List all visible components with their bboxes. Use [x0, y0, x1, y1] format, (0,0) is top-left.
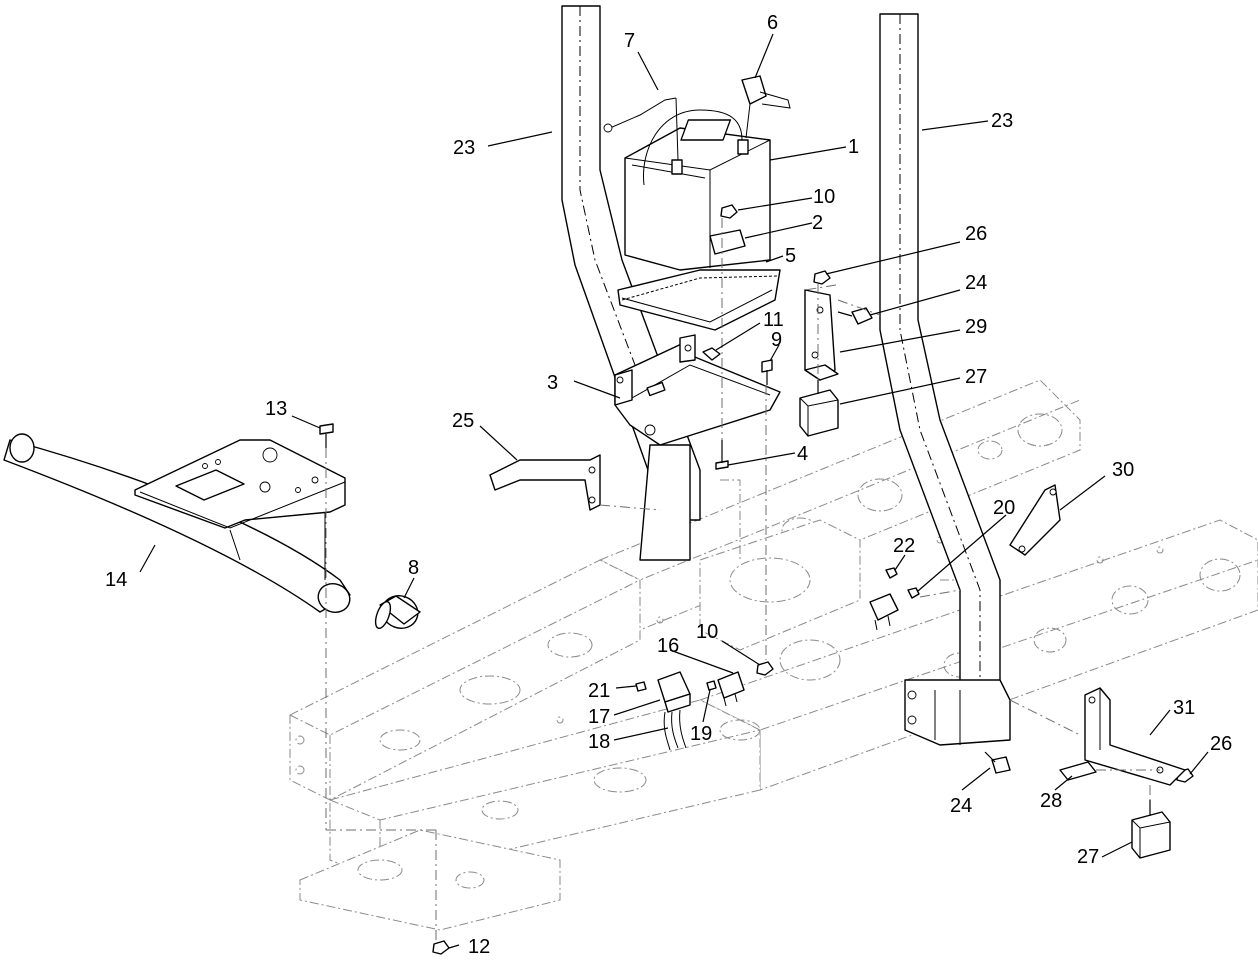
- callout-31: 31: [1173, 697, 1195, 719]
- callout-24-bottom: 24: [950, 795, 972, 817]
- leader-lines: [139, 33, 1209, 949]
- callout-30: 30: [1112, 459, 1134, 481]
- callout-10-bottom: 10: [696, 621, 718, 643]
- assembly-centerlines: [325, 218, 1160, 940]
- callout-4: 4: [797, 443, 808, 465]
- relays-and-harness: [657, 593, 899, 751]
- callout-5: 5: [785, 245, 796, 267]
- callout-22: 22: [893, 535, 915, 557]
- callout-24-top: 24: [965, 272, 987, 294]
- callout-7: 7: [624, 30, 635, 52]
- callout-29: 29: [965, 316, 987, 338]
- callout-23-left: 23: [453, 137, 475, 159]
- machine-frame-phantom: [289, 379, 1258, 931]
- callout-26-top: 26: [965, 223, 987, 245]
- isolator-mounts: [799, 380, 1171, 859]
- callout-8: 8: [408, 557, 419, 579]
- callout-21: 21: [588, 680, 610, 702]
- callout-1: 1: [848, 136, 859, 158]
- callout-9: 9: [771, 329, 782, 351]
- callout-27-bottom: 27: [1077, 846, 1099, 868]
- battery-hold-down-and-tray: [617, 229, 781, 331]
- callout-16: 16: [657, 635, 679, 657]
- mount-brackets: [489, 289, 1186, 786]
- callout-20: 20: [993, 497, 1015, 519]
- battery-base-bracket: [614, 334, 781, 561]
- end-cap: [374, 595, 421, 630]
- handle-bar: [3, 433, 351, 613]
- callout-27-top: 27: [965, 366, 987, 388]
- callout-10-top: 10: [813, 186, 835, 208]
- callout-11: 11: [763, 309, 784, 331]
- callout-19: 19: [690, 723, 712, 745]
- callout-18: 18: [588, 731, 610, 753]
- callout-17: 17: [588, 706, 610, 728]
- callout-28: 28: [1040, 790, 1062, 812]
- battery-cables: [603, 75, 791, 161]
- callout-23-right: 23: [991, 110, 1013, 132]
- callout-numbers: 23 23 7 6 1 10 2 5 26 24 29 27 11 9 3 4 …: [105, 12, 1232, 958]
- hardware-fasteners: [319, 204, 1194, 955]
- callout-2: 2: [812, 212, 823, 234]
- callout-12: 12: [468, 936, 490, 958]
- callout-13: 13: [265, 398, 287, 420]
- battery: [624, 109, 771, 271]
- callout-3: 3: [547, 372, 558, 394]
- callout-25: 25: [452, 410, 474, 432]
- callout-6: 6: [767, 12, 778, 34]
- callout-26-bottom: 26: [1210, 733, 1232, 755]
- callout-14: 14: [105, 569, 127, 591]
